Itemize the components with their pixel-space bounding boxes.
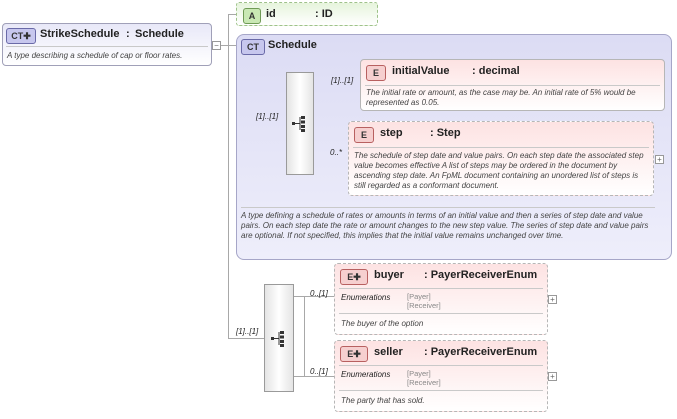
expand-toggle[interactable]: + xyxy=(655,155,664,164)
element-tag: E xyxy=(347,272,354,282)
enumerations-label: Enumerations xyxy=(341,293,391,302)
enum-value: [Payer] xyxy=(407,292,431,301)
sequence-compositor[interactable] xyxy=(286,72,314,175)
divider xyxy=(339,313,543,314)
element-multiplicity: 0..[1] xyxy=(310,367,328,376)
enumerations-label: Enumerations xyxy=(341,370,391,379)
connector-line xyxy=(228,45,236,46)
element-initialvalue-box[interactable]: E initialValue : decimal The initial rat… xyxy=(360,59,665,111)
sequence-compositor[interactable] xyxy=(264,284,294,392)
element-name: buyer xyxy=(374,269,404,281)
root-type: Schedule xyxy=(135,28,184,40)
divider xyxy=(365,85,660,86)
connector-line xyxy=(228,338,264,339)
element-type: : PayerReceiverEnum xyxy=(424,269,538,281)
attribute-type: : ID xyxy=(315,8,333,20)
element-multiplicity: 0..* xyxy=(330,148,343,157)
expand-plus-icon: ✚ xyxy=(353,272,361,282)
element-description: The party that has sold. xyxy=(341,396,425,405)
connector-line xyxy=(228,14,229,338)
divider xyxy=(353,147,649,148)
element-description: The buyer of the option xyxy=(341,319,424,328)
element-buyer-box[interactable]: E✚ buyer : PayerReceiverEnum Enumeration… xyxy=(334,263,548,335)
expand-toggle[interactable]: + xyxy=(548,295,557,304)
expand-plus-icon: ✚ xyxy=(23,31,31,41)
element-multiplicity: 0..[1] xyxy=(310,289,328,298)
divider xyxy=(339,390,543,391)
element-name: initialValue xyxy=(392,65,450,77)
element-type: : PayerReceiverEnum xyxy=(424,346,538,358)
complex-type-icon: CT xyxy=(241,39,265,55)
element-type: : Step xyxy=(430,127,461,139)
connector-line xyxy=(304,296,305,376)
expand-plus-icon: ✚ xyxy=(353,349,361,359)
root-complex-type-box[interactable]: CT✚ StrikeSchedule : Schedule A type des… xyxy=(2,23,212,66)
element-tag: E xyxy=(347,349,354,359)
divider xyxy=(339,365,543,366)
enum-value: [Payer] xyxy=(407,369,431,378)
expand-toggle[interactable]: + xyxy=(548,372,557,381)
enum-value: [Receiver] xyxy=(407,301,441,310)
enum-value: [Receiver] xyxy=(407,378,441,387)
element-tag: E xyxy=(360,130,367,140)
element-seller-box[interactable]: E✚ seller : PayerReceiverEnum Enumeratio… xyxy=(334,340,548,412)
element-name: seller xyxy=(374,346,403,358)
collapse-toggle[interactable]: − xyxy=(212,41,221,50)
sequence-icon xyxy=(292,116,305,132)
element-icon: E xyxy=(366,65,386,81)
attribute-tag: A xyxy=(248,11,256,21)
element-tag: E xyxy=(372,68,379,78)
element-multiplicity: [1]..[1] xyxy=(331,76,354,85)
attribute-id-box[interactable]: A id : ID xyxy=(236,2,378,26)
root-description: A type describing a schedule of cap or f… xyxy=(7,51,183,60)
schedule-title: Schedule xyxy=(268,39,317,51)
element-icon: E xyxy=(354,127,374,143)
sequence-multiplicity: [1]..[1] xyxy=(256,112,279,121)
schedule-description: A type defining a schedule of rates or a… xyxy=(241,211,649,240)
divider xyxy=(241,207,655,208)
connector-line xyxy=(294,296,334,297)
element-name: step xyxy=(380,127,403,139)
attribute-icon: A xyxy=(243,8,261,24)
element-type: : decimal xyxy=(472,65,520,77)
root-type-separator: : xyxy=(126,28,130,40)
sequence-multiplicity: [1]..[1] xyxy=(236,327,259,336)
attribute-name: id xyxy=(266,8,276,20)
element-description: The initial rate or amount, as the case … xyxy=(366,88,636,107)
divider xyxy=(6,46,208,47)
connector-line xyxy=(228,14,236,15)
sequence-icon xyxy=(271,331,284,347)
element-description: The schedule of step date and value pair… xyxy=(354,151,644,190)
complex-type-tag: CT xyxy=(247,42,259,52)
element-icon: E✚ xyxy=(340,269,368,285)
complex-type-icon: CT✚ xyxy=(6,28,36,44)
element-step-box[interactable]: E step : Step The schedule of step date … xyxy=(348,121,654,196)
complex-type-tag: CT xyxy=(11,31,24,41)
connector-line xyxy=(294,376,334,377)
root-title: StrikeSchedule xyxy=(40,28,120,40)
element-icon: E✚ xyxy=(340,346,368,362)
divider xyxy=(339,288,543,289)
